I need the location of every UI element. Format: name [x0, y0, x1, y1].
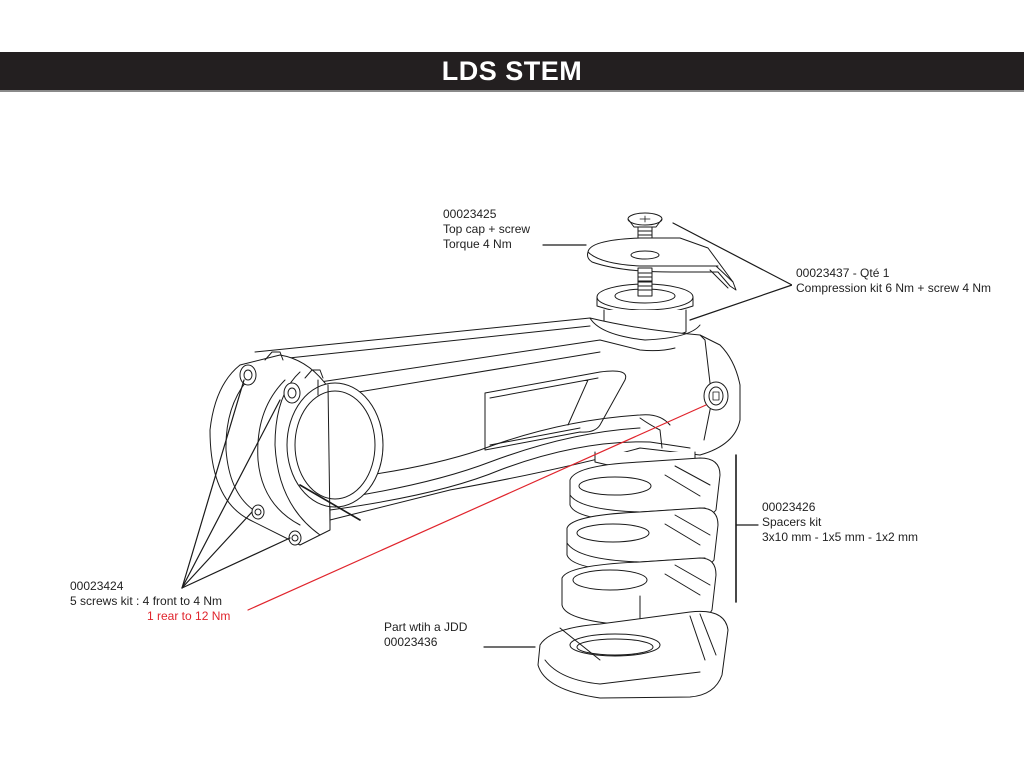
spacers-kit-sizes: 3x10 mm - 1x5 mm - 1x2 mm	[762, 530, 919, 544]
leader-rear-bolt	[247, 404, 707, 611]
callout-top-cap: 00023425 Top cap + screw Torque 4 Nm	[443, 207, 530, 252]
spacers-kit-part-number: 00023426	[762, 500, 816, 514]
compression-kit-description: Compression kit 6 Nm + screw 4 Nm	[796, 281, 992, 295]
spacers-kit-name: Spacers kit	[762, 515, 822, 529]
jdd-base-spacer	[537, 610, 729, 699]
top-cap-part-number: 00023425	[443, 207, 497, 221]
callout-screws-kit: 00023424 5 screws kit : 4 front to 4 Nm …	[70, 579, 230, 624]
screws-kit-rear-note: 1 rear to 12 Nm	[147, 609, 231, 623]
callout-spacers-kit: 00023426 Spacers kit 3x10 mm - 1x5 mm - …	[762, 500, 918, 545]
rear-clamp-bolt	[703, 381, 729, 411]
top-cap-name: Top cap + screw	[443, 222, 531, 236]
top-cap-torque: Torque 4 Nm	[443, 237, 512, 251]
callout-compression-kit: 00023437 - Qté 1 Compression kit 6 Nm + …	[796, 266, 991, 296]
callout-jdd-part: Part wtih a JDD 00023436	[384, 620, 467, 650]
faceplate	[209, 351, 384, 546]
screws-kit-description: 5 screws kit : 4 front to 4 Nm	[70, 594, 223, 608]
compression-kit-part-number: 00023437 - Qté 1	[796, 266, 890, 280]
leader-screws-kit	[181, 379, 291, 589]
jdd-part-number: 00023436	[384, 635, 438, 649]
screws-kit-part-number: 00023424	[70, 579, 124, 593]
jdd-part-name: Part wtih a JDD	[384, 620, 468, 634]
compression-kit-label-background	[792, 262, 1024, 322]
page-title: LDS STEM	[441, 56, 583, 86]
header-bar: LDS STEM	[0, 52, 1024, 92]
spacer-stack	[561, 451, 721, 627]
